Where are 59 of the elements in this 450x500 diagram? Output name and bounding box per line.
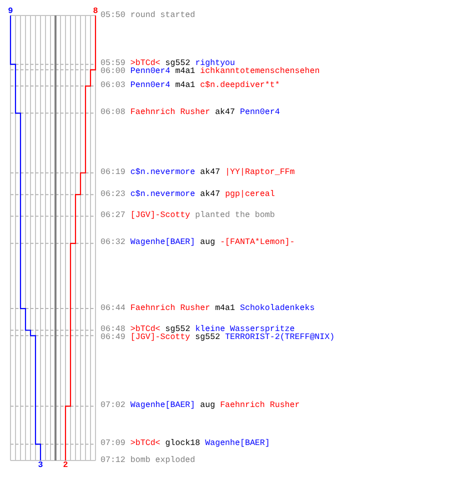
weapon-name: m4a1 bbox=[175, 68, 196, 76]
timestamp: 06:48 bbox=[100, 326, 126, 334]
player-name: >bTCd< bbox=[130, 440, 160, 448]
player-name: Penn0er4 bbox=[130, 82, 170, 90]
weapon-name: aug bbox=[200, 402, 216, 410]
player-name: Faehnrich Rusher bbox=[130, 109, 210, 118]
timestamp: 06:00 bbox=[100, 68, 126, 76]
player-name: Schokoladenkeks bbox=[240, 304, 315, 313]
weapon-name: sg552 bbox=[165, 326, 190, 334]
player-name: Wagenhe[BAER] bbox=[205, 440, 270, 448]
player-name: ichkanntotemenschensehen bbox=[200, 68, 320, 76]
player-name: -[FANTA*Lemon]- bbox=[220, 239, 295, 248]
timestamp: 06:49 bbox=[100, 334, 126, 342]
player-count: 9 bbox=[8, 8, 13, 16]
weapon-name: m4a1 bbox=[215, 304, 235, 313]
weapon-name: aug bbox=[200, 239, 216, 248]
player-name: Wagenhe[BAER] bbox=[130, 239, 196, 248]
weapon-name: ak47 bbox=[215, 109, 235, 118]
player-name: c$n.nevermore bbox=[130, 190, 196, 199]
player-name: c$n.deepdiver*t* bbox=[200, 82, 280, 90]
weapon-name: ak47 bbox=[200, 168, 220, 177]
timestamp: 05:50 bbox=[100, 12, 126, 20]
event-text: bomb exploded bbox=[130, 456, 196, 464]
timestamp: 06:08 bbox=[100, 109, 126, 118]
player-name: [JGV]-Scotty bbox=[130, 334, 190, 342]
player-name: |YY|Raptor_FFm bbox=[225, 168, 295, 177]
weapon-name: glock18 bbox=[165, 440, 200, 448]
player-count: 8 bbox=[93, 8, 98, 16]
timestamp: 07:02 bbox=[100, 402, 126, 410]
player-name: >bTCd< bbox=[130, 326, 160, 334]
player-name: >bTCd< bbox=[130, 60, 160, 68]
timestamp: 06:44 bbox=[100, 304, 126, 313]
player-count: 3 bbox=[38, 462, 43, 470]
player-name: Faehnrich Rusher bbox=[130, 304, 210, 313]
timestamp: 07:09 bbox=[100, 440, 126, 448]
timestamp: 06:32 bbox=[100, 239, 126, 248]
timestamp: 06:19 bbox=[100, 168, 126, 177]
event-text: planted the bomb bbox=[195, 212, 275, 220]
player-name: pgp|cereal bbox=[225, 190, 275, 199]
player-name: Penn0er4 bbox=[240, 109, 280, 118]
player-name: Penn0er4 bbox=[130, 68, 170, 76]
timestamp: 05:59 bbox=[100, 60, 126, 68]
player-name: Faehnrich Rusher bbox=[220, 402, 300, 410]
player-name: c$n.nevermore bbox=[130, 168, 196, 177]
player-name: TERRORIST-2(TREFF@NIX) bbox=[225, 334, 335, 342]
event-text: round started bbox=[130, 12, 196, 20]
player-name: Wagenhe[BAER] bbox=[130, 402, 196, 410]
weapon-name: ak47 bbox=[200, 190, 220, 199]
timestamp: 06:23 bbox=[100, 190, 126, 199]
player-count: 2 bbox=[63, 462, 68, 470]
timestamp: 07:12 bbox=[100, 456, 126, 464]
timestamp: 06:27 bbox=[100, 212, 126, 220]
weapon-name: sg552 bbox=[195, 334, 220, 342]
player-name: rightyou bbox=[195, 60, 236, 68]
player-name: kleine Wasserspritze bbox=[195, 326, 295, 334]
weapon-name: m4a1 bbox=[175, 82, 196, 90]
player-name: [JGV]-Scotty bbox=[130, 212, 190, 220]
weapon-name: sg552 bbox=[165, 60, 190, 68]
timestamp: 06:03 bbox=[100, 82, 126, 90]
